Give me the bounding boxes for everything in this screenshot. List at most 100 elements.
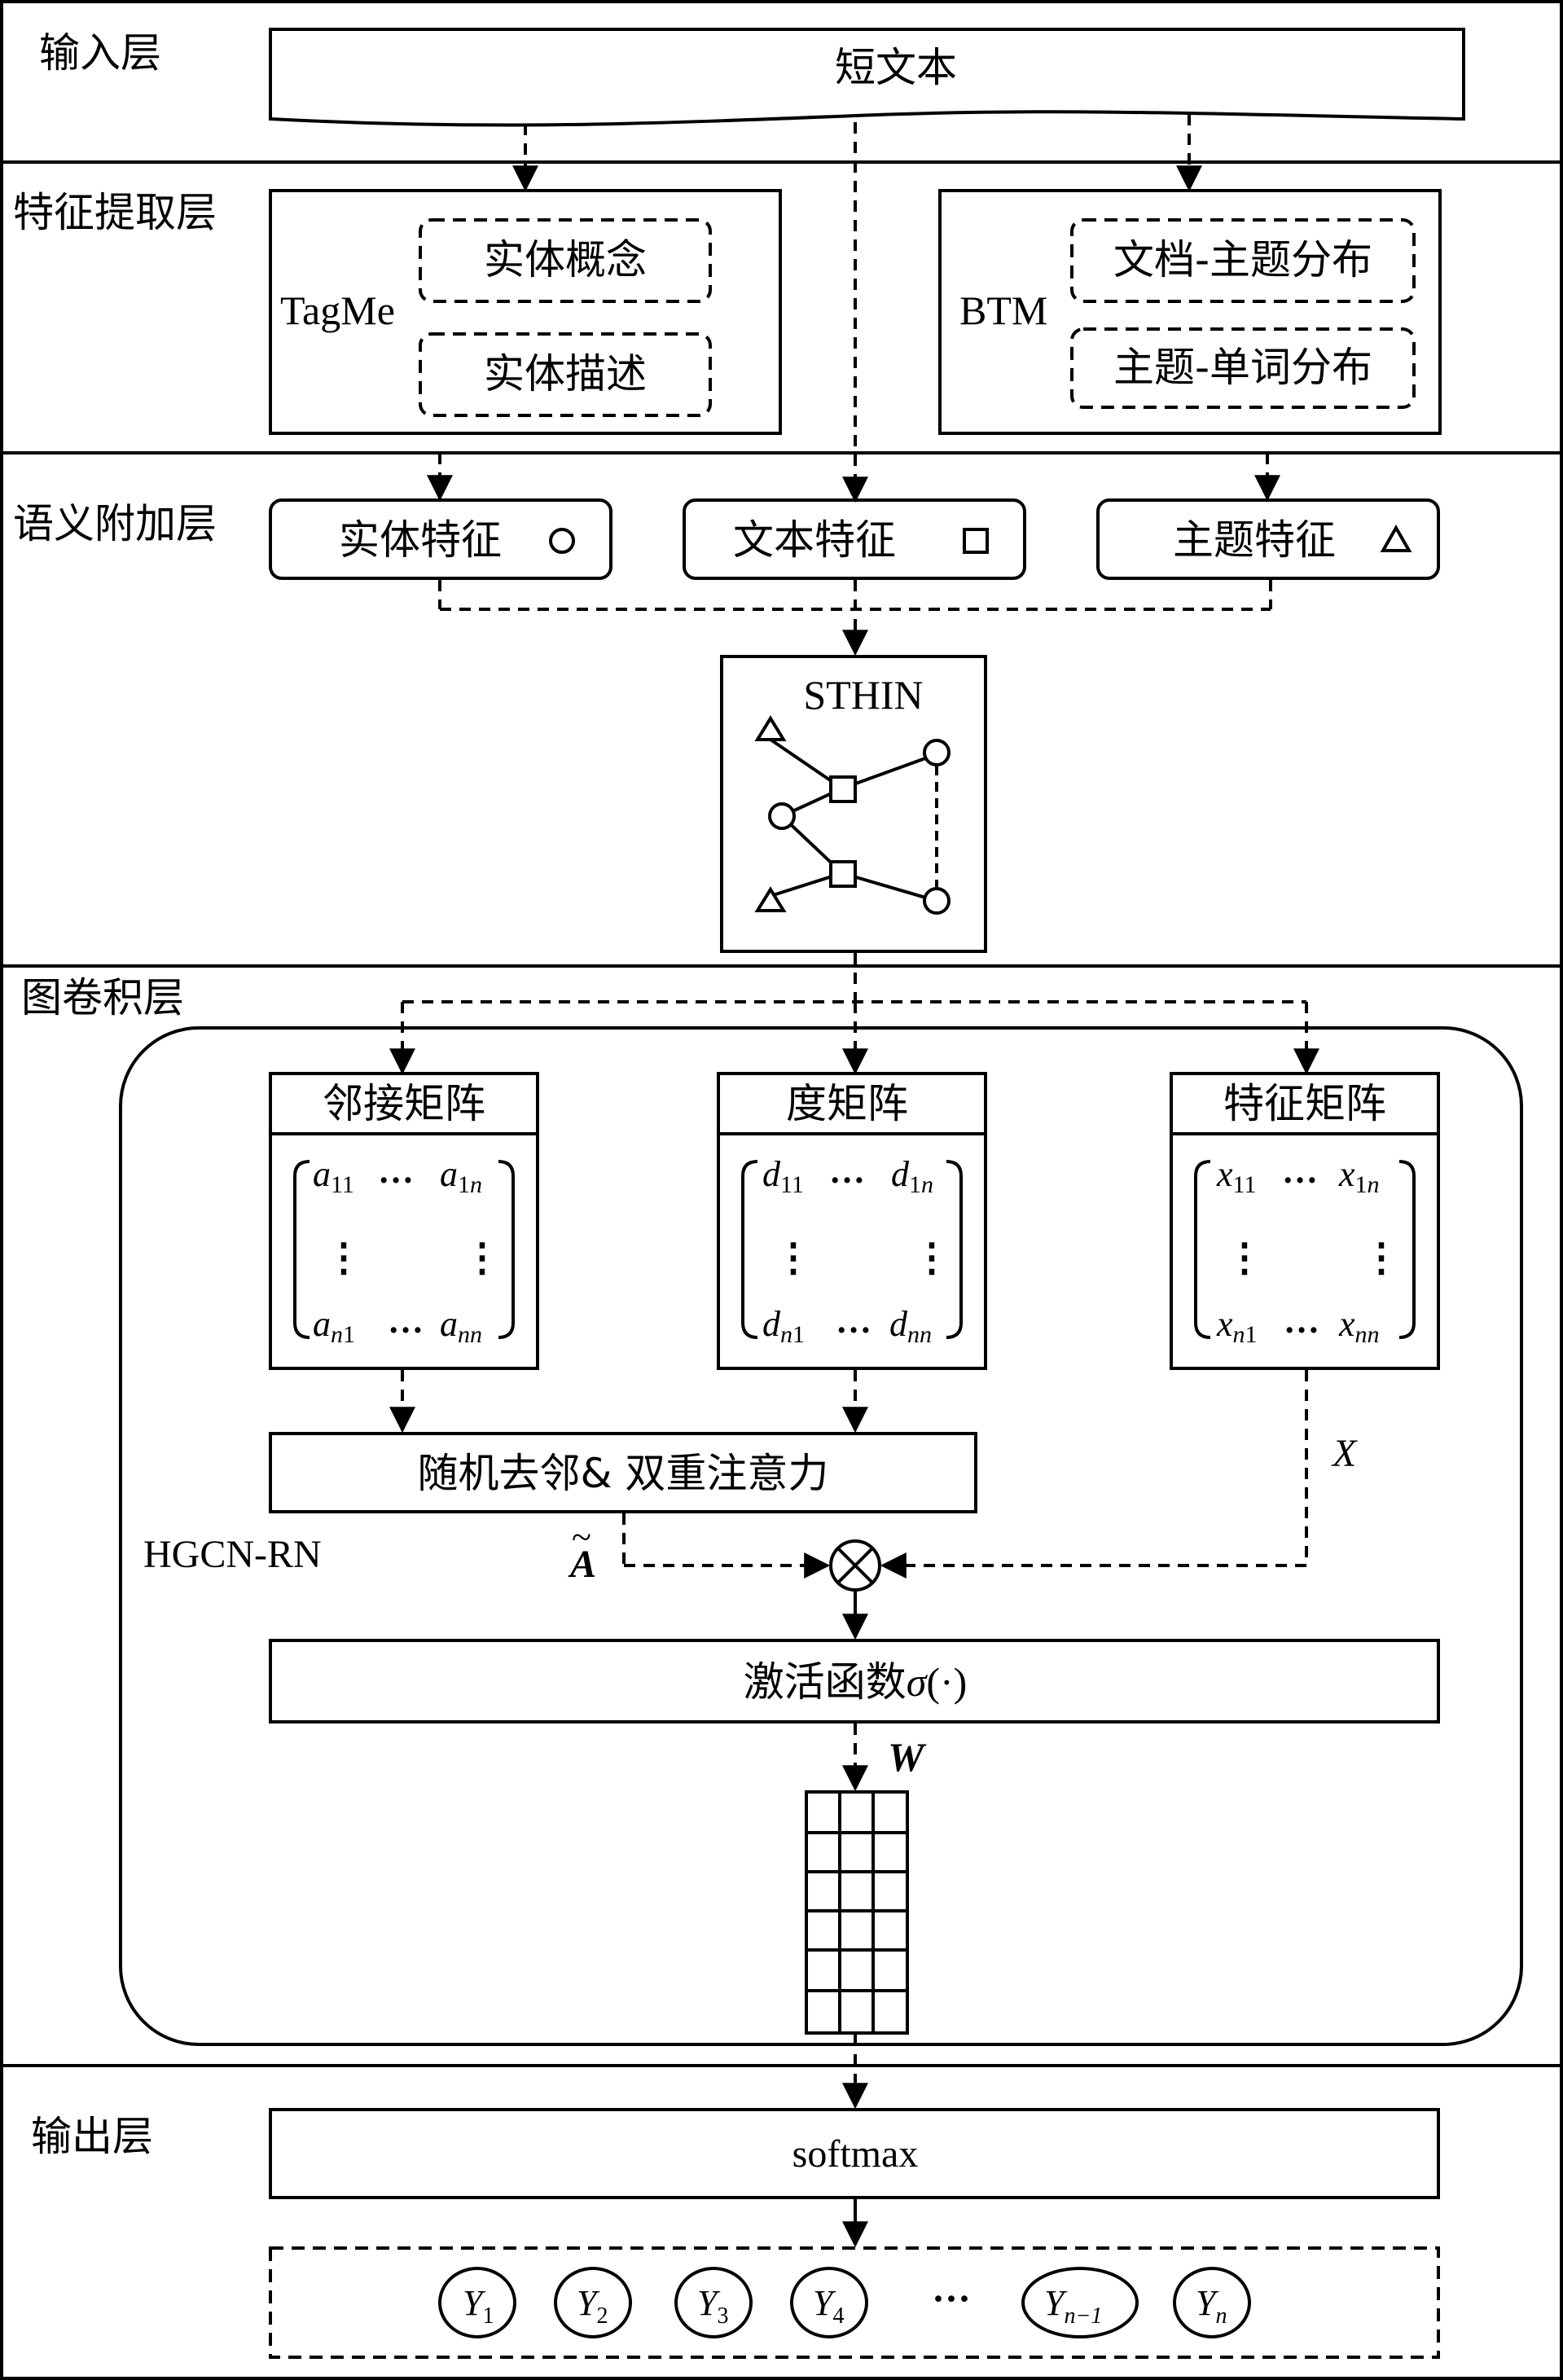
btm-label: BTM [959,288,1047,333]
random-drop-attention-label: 随机去邻& 双重注意力 [418,1450,829,1497]
ellipsis-v: ⋮ [774,1236,813,1280]
short-text-document: 短文本 [269,28,1465,127]
sthin-box: STHIN [720,655,987,953]
circle-node-icon [923,739,951,766]
sthin-label: STHIN [803,672,923,718]
output-class-y1: Y1 [438,2267,516,2338]
svg-text:Y4: Y4 [813,2283,844,2329]
circle-icon [549,528,575,554]
feature-matrix: 特征矩阵 x11 … x1n ⋮ ⋮ xn1 … xnn [1170,1072,1440,1370]
circle-node-icon [923,887,951,915]
hgcn-rn-container [119,1026,1523,2046]
matrix-entry: ann [440,1304,482,1348]
tagme-item-entity-description: 实体描述 [484,350,647,397]
matrix-entry: a1n [440,1154,482,1198]
x-arrow [880,1370,1308,1579]
entity-feature-label: 实体特征 [339,516,502,564]
triangle-node-icon [754,886,787,912]
ellipsis-v: ⋮ [912,1236,951,1280]
weight-matrix-grid [805,1790,909,2035]
softmax-box [269,2108,1440,2199]
matrix-entry: d1n [891,1154,933,1198]
svg-text:Yn: Yn [1196,2283,1227,2329]
layer-label-input: 输入层 [39,29,161,77]
tagme-box: TagMe 实体概念 实体描述 [269,189,782,435]
short-text-label: 短文本 [835,44,957,91]
a-tilde-tilde: ~ [572,1517,591,1557]
matrix-entry: an1 [313,1304,355,1348]
output-class-y3: Y3 [674,2267,753,2338]
x-label: X [1331,1432,1358,1475]
matrix-entry: d11 [762,1154,804,1198]
layer-label-semantic-addition: 语义附加层 [13,500,217,547]
matrix-arrows [389,1370,868,1434]
btm-item-topic-word: 主题-单词分布 [1113,344,1372,391]
output-class-y4: Y4 [790,2267,868,2338]
gcn-distribute-arrows [389,1000,1319,1075]
input-arrows [512,114,1202,503]
ellipsis-h: … [836,1301,872,1341]
output-class-y2: Y2 [554,2267,632,2338]
ellipsis-v: ⋮ [463,1236,502,1280]
ellipsis-v: ⋮ [324,1236,363,1280]
output-classes-box [269,2246,1440,2359]
output-class-yn-1: Yn−1 [1021,2267,1139,2338]
degree-matrix: 度矩阵 d11 … d1n ⋮ ⋮ dn1 … dnn [717,1072,987,1370]
svg-text:Y3: Y3 [697,2283,728,2329]
ellipsis-h: … [378,1151,414,1191]
matrix-entry: a11 [313,1154,354,1198]
square-node-icon [829,775,857,803]
square-node-icon [829,860,857,888]
output-ellipsis: ··· [932,2277,971,2321]
layer-label-output: 输出层 [31,2113,153,2160]
feature-arrows [427,453,1280,502]
layer-label-feature-extraction: 特征提取层 [13,189,217,236]
entity-feature-box: 实体特征 [269,498,612,580]
a-tilde-arrow [622,1513,831,1579]
btm-box: BTM 文档-主题分布 主题-单词分布 [938,189,1442,435]
triangle-icon [1380,524,1412,552]
feature-matrix-title: 特征矩阵 [1223,1080,1386,1127]
adjacency-matrix: 邻接矩阵 a11 … a1n ⋮ ⋮ an1 … ann [269,1072,539,1370]
text-feature-box: 文本特征 [683,498,1026,580]
otimes-node [829,1539,881,1592]
matrix-entry: x1n [1338,1154,1380,1198]
ellipsis-v: ⋮ [1362,1236,1401,1280]
ellipsis-h: … [1282,1151,1318,1191]
matrix-entry: x11 [1216,1154,1256,1198]
ellipsis-h: … [388,1301,424,1341]
ellipsis-h: … [829,1151,865,1191]
activation-box [269,1639,1440,1724]
merge-lines [438,580,1272,656]
output-class-yn: Yn [1173,2267,1251,2338]
text-feature-label: 文本特征 [733,516,896,564]
circle-node-icon [768,802,796,830]
topic-feature-label: 主题特征 [1173,516,1336,564]
topic-feature-box: 主题特征 [1096,498,1440,580]
activation-label: 激活函数σ(·) [744,1658,968,1706]
svg-text:Yn−1: Yn−1 [1044,2283,1102,2329]
triangle-node-icon [754,715,787,741]
matrix-entry: xn1 [1216,1304,1258,1348]
tagme-label: TagMe [280,288,395,333]
a-tilde-label: A [568,1543,596,1586]
matrix-entry: dn1 [762,1304,805,1348]
layer-label-graph-convolution: 图卷积层 [21,974,184,1021]
square-icon [963,528,989,554]
w-label: W [888,1734,927,1780]
svg-text:Y1: Y1 [463,2283,494,2329]
tagme-item-entity-concept: 实体概念 [484,236,647,283]
hgcn-rn-label: HGCN-RN [143,1533,322,1576]
softmax-label: softmax [792,2132,919,2176]
ellipsis-v: ⋮ [1225,1236,1264,1280]
random-drop-attention-box [269,1432,977,1513]
adjacency-matrix-title: 邻接矩阵 [323,1080,485,1127]
degree-matrix-title: 度矩阵 [786,1080,908,1127]
matrix-entry: dnn [889,1304,932,1348]
svg-text:Y2: Y2 [577,2283,608,2329]
sthin-graph [754,715,951,915]
btm-item-doc-topic: 文档-主题分布 [1113,236,1372,283]
ellipsis-h: … [1284,1301,1319,1341]
matrix-entry: xnn [1338,1304,1380,1348]
